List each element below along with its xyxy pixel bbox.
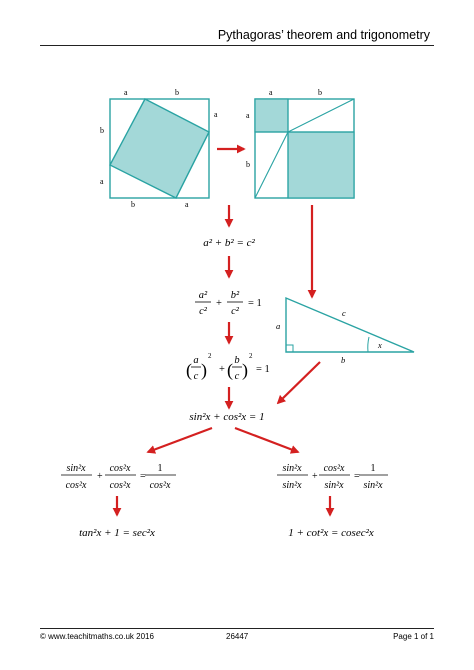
right-diagonal-top	[287, 98, 355, 133]
svg-text:cos²x: cos²x	[110, 463, 131, 474]
svg-text:= 1: = 1	[256, 364, 270, 375]
arrow-triangle-to-identity	[276, 361, 321, 405]
svg-text:a: a	[193, 355, 198, 366]
svg-text:cos²x: cos²x	[66, 480, 87, 491]
left-label-top-b: b	[175, 88, 179, 97]
triangle-label-b: b	[341, 355, 345, 365]
svg-text:): )	[242, 360, 248, 381]
header-rule	[40, 45, 434, 46]
right-label-left-a: a	[246, 111, 250, 120]
svg-text:b²: b²	[231, 290, 240, 301]
svg-text:sin²x: sin²x	[363, 480, 383, 491]
equation-tan-sec: tan²x + 1 = sec²x	[79, 527, 155, 539]
equation-cot-cosec: 1 + cot²x = cosec²x	[288, 527, 374, 539]
right-triangle-figure: c a b x	[276, 296, 415, 365]
right-label-top-b: b	[318, 88, 322, 97]
svg-text:cos²x: cos²x	[150, 480, 171, 491]
svg-text:c²: c²	[231, 306, 240, 317]
right-triangle	[285, 296, 415, 353]
svg-text:1: 1	[371, 463, 376, 474]
left-label-right-a: a	[214, 110, 218, 119]
right-large-square	[287, 131, 355, 199]
right-diagonal-left	[254, 131, 289, 199]
triangle-label-x: x	[377, 340, 382, 350]
svg-text:sin²x: sin²x	[282, 463, 302, 474]
right-label-left-b: b	[246, 160, 250, 169]
arrow-branch-right	[234, 426, 300, 454]
footer-page-number: Page 1 of 1	[393, 632, 434, 641]
svg-text:(: (	[227, 360, 233, 381]
svg-text:a²: a²	[199, 290, 208, 301]
left-square-figure: a b b a a b a	[100, 88, 218, 209]
triangle-label-a: a	[276, 321, 280, 331]
svg-text:sin²x: sin²x	[66, 463, 86, 474]
page-header-title: Pythagoras’ theorem and trigonometry	[217, 28, 430, 42]
svg-text:): )	[201, 360, 207, 381]
svg-text:c: c	[194, 371, 199, 382]
svg-text:c: c	[235, 371, 240, 382]
equation-ratio-squares: ( a c ) 2 + ( b c ) 2 = 1	[186, 352, 270, 382]
right-square-figure: a b a b	[246, 88, 355, 199]
svg-text:c²: c²	[199, 306, 208, 317]
left-label-bottom-a: a	[185, 200, 189, 209]
left-label-bottom-b: b	[131, 200, 135, 209]
svg-text:b: b	[234, 355, 239, 366]
svg-text:2: 2	[249, 352, 253, 360]
svg-text:(: (	[186, 360, 192, 381]
footer-code: 26447	[226, 632, 249, 641]
svg-text:+: +	[216, 298, 222, 309]
equation-divide-by-sin: sin²x sin²x + cos²x sin²x = 1 sin²x	[277, 463, 388, 491]
equation-divide-by-cos: sin²x cos²x + cos²x cos²x = 1 cos²x	[61, 463, 176, 491]
footer-rule	[40, 628, 434, 629]
svg-text:1: 1	[158, 463, 163, 474]
svg-text:sin²x: sin²x	[282, 480, 302, 491]
right-label-top-a: a	[269, 88, 273, 97]
svg-text:cos²x: cos²x	[324, 463, 345, 474]
svg-text:+: +	[219, 364, 225, 375]
right-small-square	[254, 98, 289, 133]
left-label-left-a: a	[100, 177, 104, 186]
svg-text:2: 2	[208, 352, 212, 360]
svg-text:cos²x: cos²x	[110, 480, 131, 491]
svg-text:sin²x: sin²x	[324, 480, 344, 491]
svg-text:= 1: = 1	[248, 298, 262, 309]
arrow-branch-left	[146, 426, 213, 454]
left-tilted-square	[109, 98, 210, 199]
svg-text:+: +	[97, 471, 103, 482]
equation-pythagoras: a² + b² = c²	[203, 237, 255, 249]
equation-sin-cos-identity: sin²x + cos²x = 1	[189, 411, 264, 423]
left-label-top-a: a	[124, 88, 128, 97]
svg-text:=: =	[140, 471, 146, 482]
triangle-label-c: c	[342, 308, 346, 318]
svg-text:=: =	[354, 471, 360, 482]
svg-text:+: +	[312, 471, 318, 482]
equation-divided: a² c² + b² c² = 1	[195, 290, 262, 317]
left-label-left-b: b	[100, 126, 104, 135]
footer-copyright: © www.teachitmaths.co.uk 2016	[40, 632, 154, 641]
left-outer-square	[109, 98, 210, 199]
